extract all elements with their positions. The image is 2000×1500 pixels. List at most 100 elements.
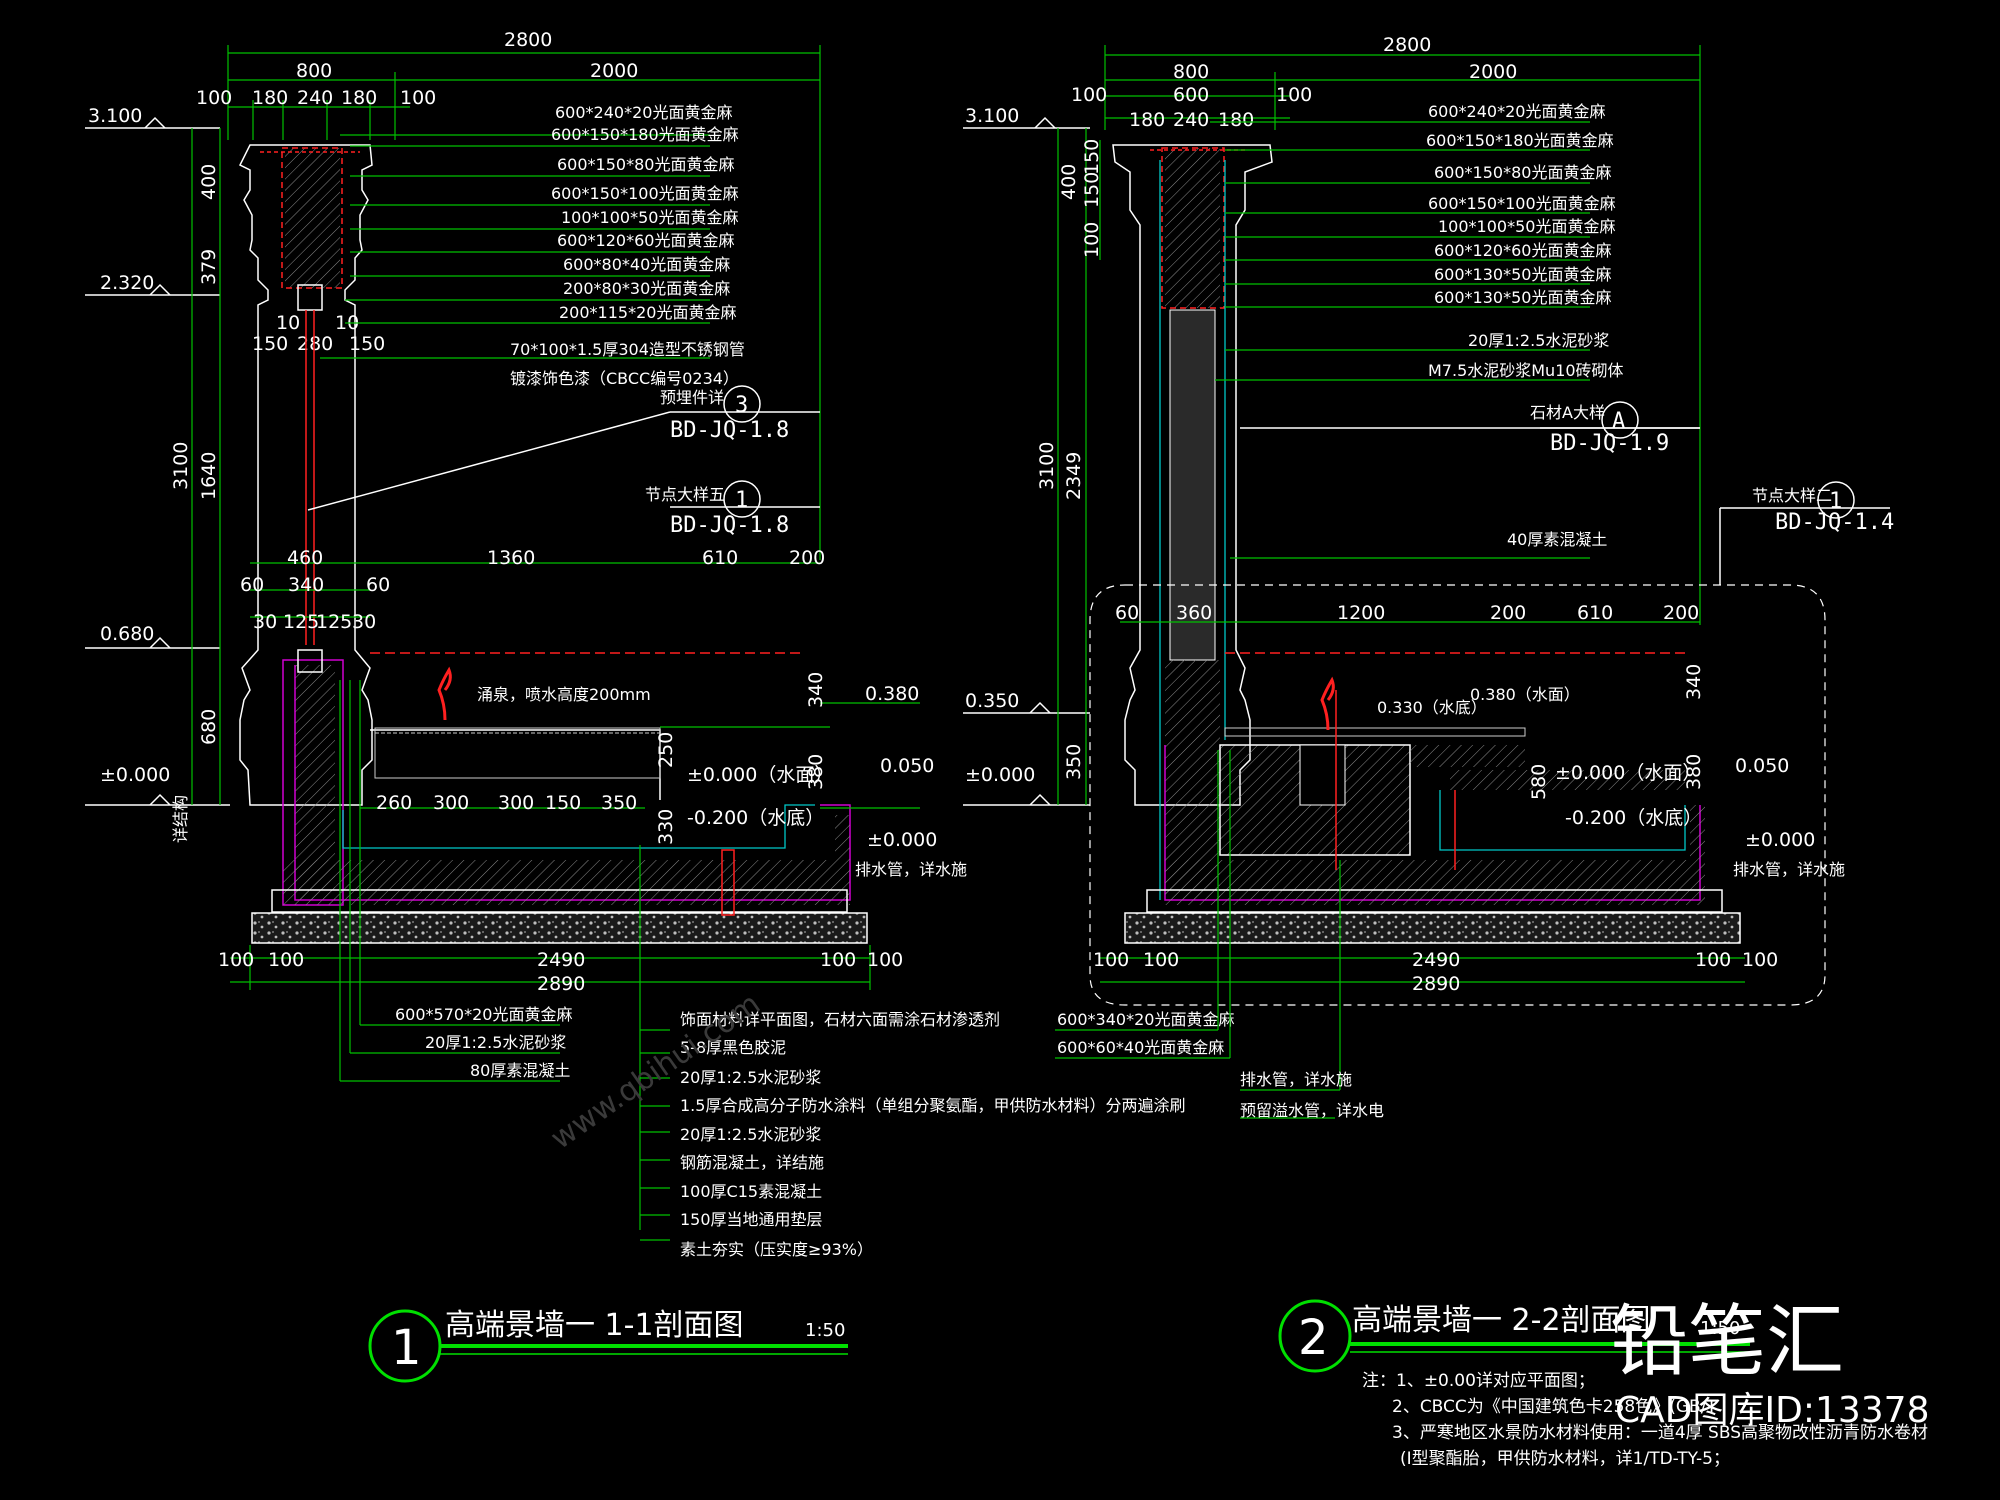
s2-base-1: 600*340*20光面黄金麻	[1057, 1010, 1234, 1029]
section-1-material-labels: 600*240*20光面黄金麻 600*150*180光面黄金麻 600*150…	[320, 103, 745, 388]
section-1-elevations: 3.100 2.320 0.680 ±0.000	[85, 105, 230, 806]
s1-dim-3100: 3100	[170, 442, 192, 490]
s1-side-label: 详结构	[171, 795, 190, 843]
section-2-mid-dims: 60 360 1200 200 610 200	[1115, 602, 1700, 624]
s1-title: 高端景墙一 1-1剖面图	[445, 1308, 744, 1343]
s2-elev-0350: 0.350	[965, 690, 1019, 712]
section-1-wall	[238, 144, 373, 906]
s2-elev-000: ±0.000	[965, 764, 1035, 786]
s2-dim-200a: 200	[1490, 602, 1526, 624]
s1-ref3-num: 3	[735, 393, 748, 418]
section-2: 2800 800 2000 100 600 100 180 240 180 3.…	[963, 34, 1894, 1373]
note-3: 3、严寒地区水景防水材料使用：一道4厚 SBS高聚物改性沥青防水卷材	[1392, 1422, 1928, 1443]
section-1-mid-dims: 460 1360 610 200 60 340 60 30 125 125 30	[240, 547, 825, 633]
s1-ref1-num: 1	[735, 488, 748, 513]
s1-dim-2000: 2000	[590, 60, 638, 82]
s2-mat-7: 600*130*50光面黄金麻	[1434, 265, 1611, 284]
s1-mat-10: 70*100*1.5厚304造型不锈钢管	[510, 340, 745, 359]
s2-dim-600: 600	[1173, 84, 1209, 106]
section-2-basin: 0.330（水底） 0.380（水面） 340 580 ±0.000（水面） 3…	[1124, 652, 1845, 944]
s2-mat-8: 600*130*50光面黄金麻	[1434, 288, 1611, 307]
s2-base-2: 600*60*40光面黄金麻	[1057, 1038, 1224, 1057]
s1-dim-150b: 150	[349, 333, 385, 355]
s2-refa-note: 石材A大样	[1530, 403, 1605, 422]
s2-water-bottom-0330: 0.330（水底）	[1377, 698, 1487, 717]
s2-dim-800: 800	[1173, 61, 1209, 83]
s1-dim-379: 379	[198, 249, 220, 285]
s2-pipe-1: 排水管，详水施	[1240, 1070, 1352, 1089]
s1-dim-200: 200	[789, 547, 825, 569]
s1-bdim-100a: 100	[218, 949, 254, 971]
s1-bdim-2490: 2490	[537, 949, 585, 971]
notes: 注：1、±0.00详对应平面图； 2、CBCC为《中国建筑色卡258色》(GB/…	[1362, 1371, 1928, 1469]
s1-elev-0380: 0.380	[865, 683, 919, 705]
s2-water-bottom: -0.200（水底）	[1565, 807, 1702, 829]
s1-dim-10a: 10	[276, 312, 300, 334]
s2-refa-num: A	[1612, 409, 1625, 434]
section-1-basin: 涌泉，喷水高度200mm 340 0.380 250 ±0.000（水面） 38…	[171, 652, 967, 1230]
s1-layer-7: 100厚C15素混凝土	[680, 1182, 822, 1201]
s1-base-1: 600*570*20光面黄金麻	[395, 1005, 572, 1024]
s1-layer-6: 钢筋混凝土，详结施	[680, 1153, 824, 1172]
s2-dim-380: 380	[1683, 754, 1705, 790]
section-2-material-labels: 600*240*20光面黄金麻 600*150*180光面黄金麻 600*150…	[1210, 102, 1624, 559]
s2-mat-10: M7.5水泥砂浆Mu10砖砌体	[1428, 361, 1624, 380]
s2-mat-3: 600*150*80光面黄金麻	[1434, 163, 1611, 182]
s1-bdim-100d: 100	[867, 949, 903, 971]
s1-dim-180a: 180	[252, 87, 288, 109]
s1-elev-000b: ±0.000	[867, 829, 937, 851]
s2-refa-code: BD-JQ-1.9	[1550, 431, 1669, 456]
s1-dim-125b: 125	[316, 611, 352, 633]
s1-dim-350: 350	[601, 792, 637, 814]
s1-mat-8: 200*80*30光面黄金麻	[563, 279, 730, 298]
section-2-base-labels: 600*340*20光面黄金麻 600*60*40光面黄金麻 排水管，详水施 预…	[1055, 750, 1384, 1120]
s1-bdim-2890: 2890	[537, 973, 585, 995]
watermark-id: CAD图库ID:13378	[1615, 1390, 1929, 1431]
s1-dim-60a: 60	[240, 574, 264, 596]
s1-base-3: 80厚素混凝土	[470, 1061, 570, 1080]
section-1: 2800 800 2000 100 180 240 180 100 3.100 …	[85, 29, 1185, 1383]
s2-dim-350: 350	[1063, 744, 1085, 780]
s2-elev-000b: ±0.000	[1745, 829, 1815, 851]
s1-bdim-100b: 100	[268, 949, 304, 971]
s1-mat-4: 600*150*100光面黄金麻	[551, 184, 739, 203]
s1-ref1-code: BD-JQ-1.8	[670, 513, 789, 538]
s1-dim-2800: 2800	[504, 29, 552, 51]
s2-bdim-100a: 100	[1093, 949, 1129, 971]
s2-water-surface-0380: 0.380（水面）	[1470, 685, 1580, 704]
s1-dim-460: 460	[287, 547, 323, 569]
s1-dim-330: 330	[655, 809, 677, 845]
s2-dim-240: 240	[1173, 109, 1209, 131]
s2-bdim-100b: 100	[1143, 949, 1179, 971]
s2-bdim-100d: 100	[1742, 949, 1778, 971]
s2-dim-1200: 1200	[1337, 602, 1385, 624]
s2-dim-100b: 100	[1276, 84, 1312, 106]
s1-dim-340: 340	[288, 574, 324, 596]
s2-dim-150b: 150	[1081, 172, 1103, 208]
s1-dim-400: 400	[198, 164, 220, 200]
s1-water-bottom: -0.200（水底）	[687, 807, 824, 829]
s1-fountain-icon	[437, 666, 452, 721]
s2-dim-340: 340	[1683, 664, 1705, 700]
section-2-elevations: 3.100 0.350 ±0.000	[963, 105, 1090, 806]
s1-ref3-code: BD-JQ-1.8	[670, 418, 789, 443]
s2-elev-3100: 3.100	[965, 105, 1019, 127]
s1-layer-8: 150厚当地通用垫层	[680, 1210, 823, 1229]
s2-dim-100: 100	[1081, 222, 1103, 258]
section-2-ref-a: 石材A大样 A BD-JQ-1.9	[1240, 401, 1700, 456]
section-2-bottom-dims: 100 100 2490 100 100 2890	[1093, 949, 1778, 995]
s1-dim-380: 380	[805, 754, 827, 790]
s1-dim-300a: 300	[433, 792, 469, 814]
s1-ref1-note: 节点大样五	[645, 485, 725, 504]
section-1-bottom-dims: 100 100 2490 100 100 2890	[218, 945, 903, 995]
note-4: (I型聚酯胎，甲供防水材料，详1/TD-TY-5；	[1400, 1449, 1730, 1469]
s1-dim-150a: 150	[252, 333, 288, 355]
section-2-title: 2 高端景墙一 2-2剖面图 1:50	[1278, 1299, 1750, 1373]
s2-dim-580: 580	[1528, 764, 1550, 800]
s2-drain-note: 排水管，详水施	[1733, 860, 1845, 879]
s2-elev-0050: 0.050	[1735, 755, 1789, 777]
s1-mat-5: 100*100*50光面黄金麻	[561, 208, 738, 227]
s2-detail-boundary	[1089, 584, 1826, 1006]
